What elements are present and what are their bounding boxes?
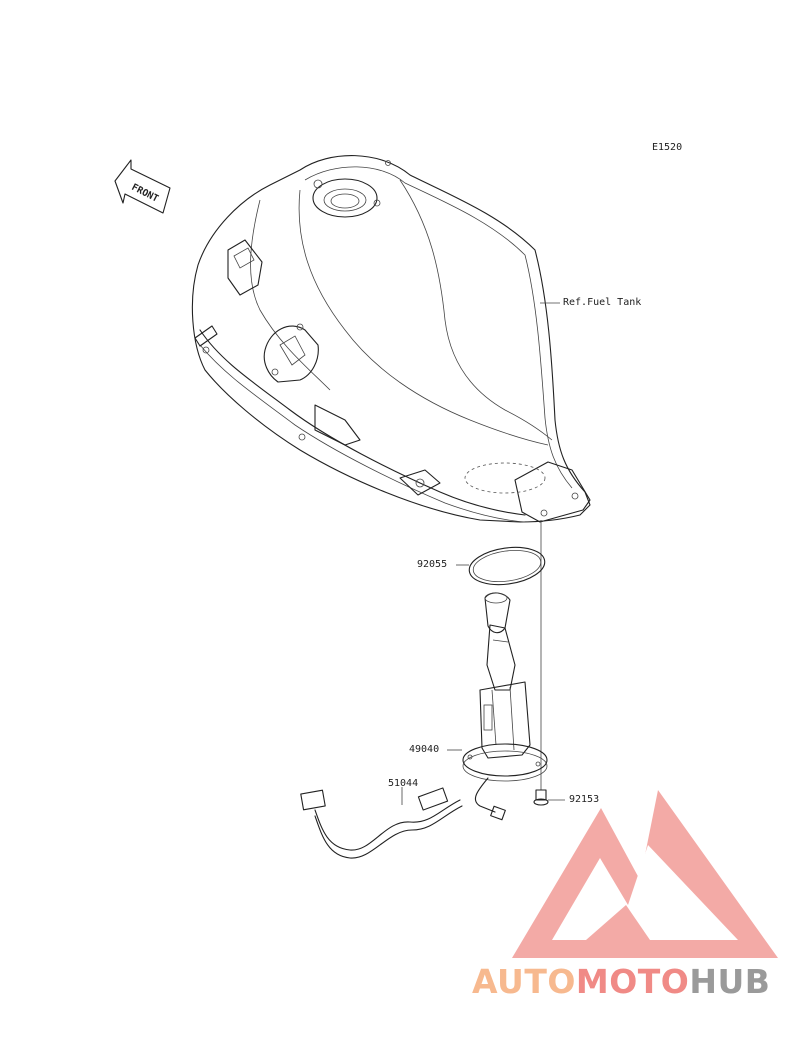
diagram-code: E1520 xyxy=(652,142,683,153)
bolt-92153 xyxy=(533,789,565,806)
watermark-text: AUTOMOTOHUB xyxy=(472,962,770,1001)
part-number-51044: 51044 xyxy=(388,778,419,789)
watermark-hub: HUB xyxy=(689,962,771,1001)
watermark-moto: MOTO xyxy=(575,962,690,1001)
watermark-logo xyxy=(512,790,778,958)
front-arrow-icon: FRONT xyxy=(114,159,171,214)
part-number-92153: 92153 xyxy=(569,794,600,805)
gasket-92055 xyxy=(456,546,546,586)
harness-51044 xyxy=(300,787,463,859)
watermark-auto: AUTO xyxy=(472,962,576,1001)
ref-fuel-tank-label: Ref.Fuel Tank xyxy=(563,297,642,308)
fuel-tank xyxy=(191,155,591,523)
part-number-92055: 92055 xyxy=(417,559,448,570)
front-label: FRONT xyxy=(130,182,161,205)
fuel-pump-49040 xyxy=(447,592,548,821)
part-number-49040: 49040 xyxy=(409,744,440,755)
